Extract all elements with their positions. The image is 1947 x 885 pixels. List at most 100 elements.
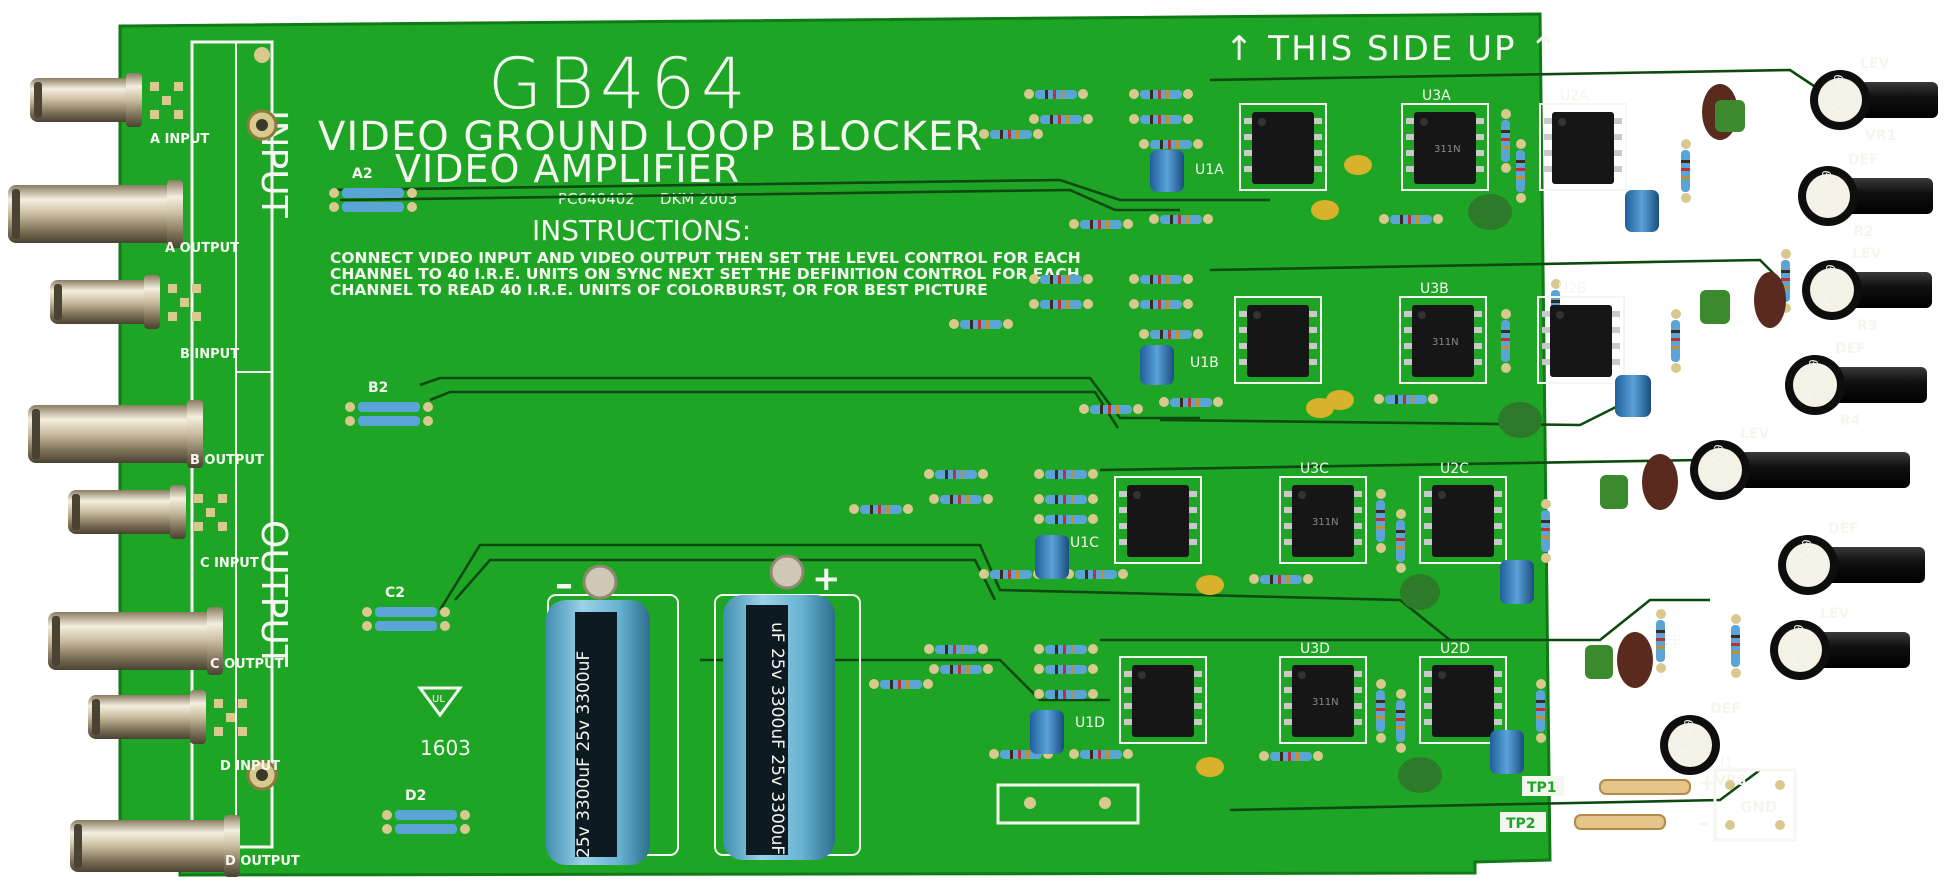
trimmer-control[interactable]: 1K 240DEFVR8 xyxy=(1660,701,1746,789)
resistor xyxy=(1671,309,1681,373)
resistor xyxy=(1139,139,1203,149)
power-gnd: GND xyxy=(1740,798,1777,816)
ic-chip: U2B xyxy=(1537,281,1625,384)
bnc-connector[interactable]: D INPUT xyxy=(88,690,280,774)
chip-ref: U3B xyxy=(1420,281,1449,297)
resistor xyxy=(1069,219,1133,229)
resistor xyxy=(1149,214,1213,224)
resistor xyxy=(869,679,933,689)
capacitor-plus: + xyxy=(812,559,841,599)
bnc-connector[interactable]: B OUTPUT xyxy=(28,400,264,468)
ceramic-caps xyxy=(1196,84,1786,793)
resistor xyxy=(924,644,988,654)
bnc-connector[interactable]: D OUTPUT xyxy=(70,815,300,877)
cert-symbol: UL 1603 xyxy=(417,686,471,760)
chip-ref: U2C xyxy=(1440,461,1469,477)
bnc-connector[interactable]: A INPUT xyxy=(30,73,209,147)
resistor xyxy=(1376,679,1386,743)
bnc-connectors: A INPUT A OUTPUT B INPUT B OUTPUT C INPUT C O… xyxy=(8,73,300,877)
resistor xyxy=(1034,494,1098,504)
board-model: GB464 xyxy=(488,43,752,125)
resistor xyxy=(929,664,993,674)
ic-chip: 311N U3B xyxy=(1399,281,1487,384)
resistor xyxy=(1516,139,1526,203)
channel-mark: D2 xyxy=(405,788,426,804)
ic-chip: U1D xyxy=(1075,656,1207,744)
capacitor-minus: – xyxy=(555,564,573,605)
resistor xyxy=(342,202,404,212)
test-points: TP1 TP2 xyxy=(1500,776,1691,832)
capacitor-right: uF 25v 3300uF 25v 3300uF + xyxy=(714,554,861,860)
ic-chip: U2A xyxy=(1539,88,1627,191)
resistor xyxy=(375,621,437,631)
board-title-2: VIDEO AMPLIFIER xyxy=(395,147,740,191)
resistor xyxy=(1376,489,1386,553)
chip-marking: 311N xyxy=(1432,337,1459,348)
chip-marking: 311N xyxy=(1312,517,1339,528)
resistor xyxy=(1034,644,1098,654)
resistor xyxy=(375,607,437,617)
bnc-connector[interactable]: A OUTPUT xyxy=(8,180,239,256)
chip-ref: U2A xyxy=(1560,88,1589,104)
jumper-header xyxy=(996,783,1140,825)
resistor xyxy=(1029,299,1093,309)
bnc-connector[interactable]: C OUTPUT xyxy=(48,607,284,675)
chip-ref: U1C xyxy=(1070,535,1099,551)
trimmer-ref: R4 xyxy=(1840,413,1861,429)
resistor xyxy=(1159,397,1223,407)
instructions-line-1: CONNECT VIDEO INPUT AND VIDEO OUTPUT THE… xyxy=(330,249,1081,267)
bnc-connector[interactable]: B INPUT xyxy=(50,275,239,362)
tp1-label: TP1 xyxy=(1527,780,1557,796)
trimmer-ref: R3 xyxy=(1857,318,1878,334)
chip-ref: U1B xyxy=(1190,355,1219,371)
bnc-label: A OUTPUT xyxy=(165,241,239,256)
resistor xyxy=(1034,664,1098,674)
resistor xyxy=(1034,514,1098,524)
resistor xyxy=(1029,274,1093,284)
resistor xyxy=(1024,89,1088,99)
bnc-label: D OUTPUT xyxy=(225,854,300,869)
small-caps xyxy=(1030,150,1659,774)
channel-mark: C2 xyxy=(385,585,405,601)
trimmer-ref: VR1 xyxy=(1865,128,1896,144)
bnc-label: A INPUT xyxy=(150,132,209,147)
capacitor-left-text: 25v 3300uF 25v 3300uF xyxy=(574,651,594,858)
trimmer-label: LEV xyxy=(1740,426,1769,442)
trimmer-label: LEV xyxy=(1820,606,1849,622)
cert-code: 1603 xyxy=(420,736,471,760)
bnc-label: C OUTPUT xyxy=(210,657,284,672)
bnc-connector[interactable]: C INPUT xyxy=(68,485,259,571)
bnc-label: B OUTPUT xyxy=(190,453,264,468)
tp2-label: TP2 xyxy=(1506,816,1536,832)
bnc-label: C INPUT xyxy=(200,556,259,571)
power-plus: + xyxy=(1698,771,1716,796)
power-connector: J1 GND + – xyxy=(1698,754,1797,842)
orientation-label: ↑ THIS SIDE UP ↑ xyxy=(1225,29,1560,69)
ic-chip: U1B xyxy=(1190,296,1322,384)
resistor xyxy=(1139,329,1203,339)
chip-marking: 311N xyxy=(1434,144,1461,155)
trimmer-label: LEV xyxy=(1860,56,1889,72)
resistor xyxy=(1379,214,1443,224)
resistor xyxy=(358,416,420,426)
instructions-line-2: CHANNEL TO 40 I.R.E. UNITS ON SYNC NEXT … xyxy=(330,265,1080,283)
resistor xyxy=(1501,309,1511,373)
resistor xyxy=(1536,679,1546,743)
resistor xyxy=(1396,509,1406,573)
resistor xyxy=(1374,394,1438,404)
resistor xyxy=(1249,574,1313,584)
resistor xyxy=(1731,614,1741,678)
resistor xyxy=(924,469,988,479)
